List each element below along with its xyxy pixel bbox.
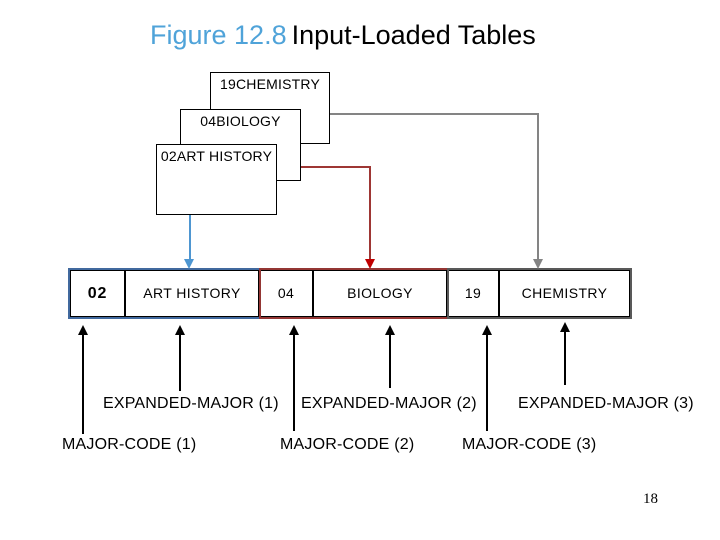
- connector-blue-vertical-line: [189, 215, 191, 259]
- table-cell-major-code-2: 04: [259, 270, 313, 317]
- input-record-label: 04BIOLOGY: [200, 113, 281, 129]
- connector-gray-horizontal-line: [330, 113, 539, 115]
- input-record-label: 19CHEMISTRY: [220, 76, 320, 92]
- up-arrowhead-icon: [560, 322, 570, 332]
- label-expanded-major-3: EXPANDED-MAJOR (3): [518, 395, 694, 412]
- page-number: 18: [643, 491, 658, 507]
- red-down-arrowhead-icon: [365, 259, 375, 269]
- cell-value: 04: [277, 285, 295, 301]
- up-arrow-shaft: [293, 334, 295, 431]
- label-expanded-major-1: EXPANDED-MAJOR (1): [103, 395, 279, 412]
- connector-red-vertical-line: [369, 166, 371, 259]
- up-arrowhead-icon: [385, 325, 395, 335]
- cell-value: CHEMISTRY: [521, 285, 608, 301]
- table-cell-expanded-major-3: CHEMISTRY: [499, 270, 630, 317]
- label-major-code-3: MAJOR-CODE (3): [462, 436, 597, 453]
- cell-value: ART HISTORY: [143, 285, 241, 301]
- cell-value: 02: [87, 285, 108, 302]
- up-arrowhead-icon: [289, 325, 299, 335]
- up-arrowhead-icon: [175, 325, 185, 335]
- cell-value: BIOLOGY: [347, 285, 413, 301]
- up-arrowhead-icon: [482, 325, 492, 335]
- label-major-code-1: MAJOR-CODE (1): [62, 436, 197, 453]
- input-record-label: 02ART HISTORY: [160, 148, 273, 164]
- up-arrowhead-icon: [78, 325, 88, 335]
- blue-down-arrowhead-icon: [184, 259, 194, 269]
- up-arrow-shaft: [486, 334, 488, 431]
- up-arrow-shaft: [564, 331, 566, 385]
- label-expanded-major-2: EXPANDED-MAJOR (2): [301, 395, 477, 412]
- gray-down-arrowhead-icon: [533, 259, 543, 269]
- figure-number: Figure 12.8: [150, 20, 287, 50]
- up-arrow-shaft: [389, 334, 391, 388]
- table-cell-expanded-major-2: BIOLOGY: [313, 270, 447, 317]
- up-arrow-shaft: [82, 334, 84, 434]
- table-cell-major-code-3: 19: [447, 270, 499, 317]
- input-record-box-art-history: 02ART HISTORY: [156, 144, 277, 215]
- label-major-code-2: MAJOR-CODE (2): [280, 436, 415, 453]
- up-arrow-shaft: [179, 334, 181, 391]
- table-cell-expanded-major-1: ART HISTORY: [125, 270, 259, 317]
- figure-title-text: Input-Loaded Tables: [291, 20, 536, 50]
- connector-red-horizontal-line: [301, 166, 371, 168]
- cell-value: 19: [464, 285, 482, 301]
- table-cell-major-code-1: 02: [70, 270, 125, 317]
- connector-gray-vertical-line: [537, 113, 539, 259]
